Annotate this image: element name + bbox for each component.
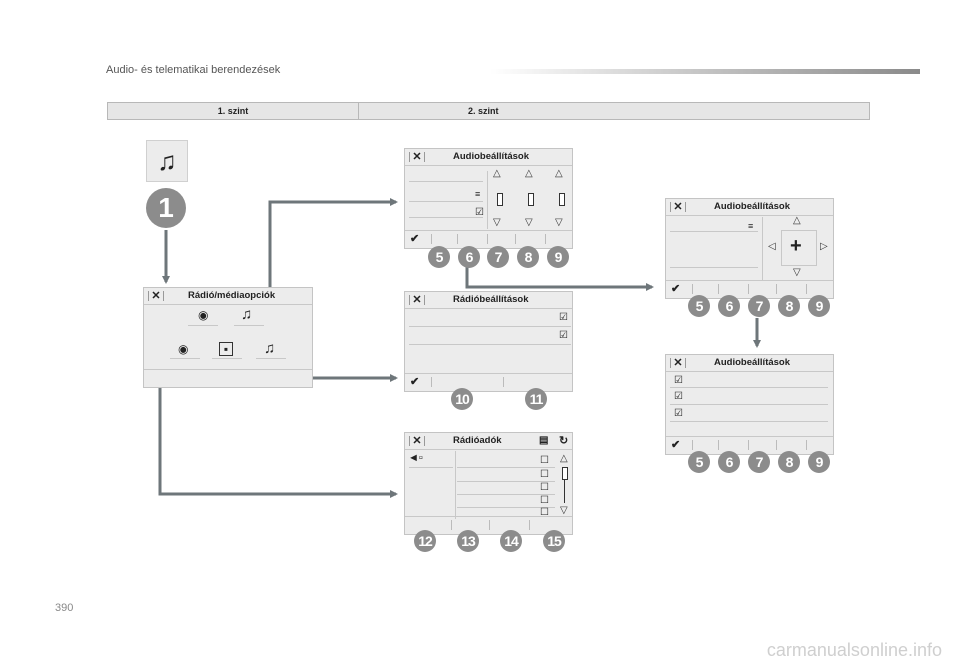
close-icon[interactable]: ✕: [670, 199, 686, 215]
step-badge: 8: [778, 451, 800, 473]
close-icon[interactable]: ✕: [148, 288, 164, 304]
checkbox-icon[interactable]: ☑: [475, 207, 484, 218]
step-badge: 14: [500, 530, 522, 552]
step-badge-1: 1: [146, 188, 186, 228]
step-badge: 13: [457, 530, 479, 552]
step-badge: 8: [778, 295, 800, 317]
list-icon[interactable]: ≡: [748, 221, 754, 231]
step-badge: 12: [414, 530, 436, 552]
down-arrow-icon[interactable]: ▽: [555, 217, 563, 228]
close-icon[interactable]: ✕: [670, 355, 686, 371]
checkbox-icon[interactable]: ☐: [540, 469, 549, 480]
scroll-down-icon[interactable]: ▽: [560, 505, 568, 516]
step-badge: 7: [487, 246, 509, 268]
down-arrow-icon[interactable]: ▽: [793, 267, 801, 278]
step-badge: 10: [451, 388, 473, 410]
step-badge: 11: [525, 388, 547, 410]
audio-settings-screen-balance: ✕ Audiobeállítások ≡ △ ◁ + ▷ ▽ ✔: [665, 198, 834, 299]
confirm-icon[interactable]: ✔: [671, 439, 681, 451]
screen-title: Rádióadók: [453, 435, 502, 446]
header-gradient-bar: [490, 69, 920, 74]
scroll-handle[interactable]: [562, 467, 568, 480]
radio-settings-icon[interactable]: ◉: [178, 342, 189, 356]
music-note-icon: ♫: [146, 140, 188, 182]
slider-handle[interactable]: [528, 193, 534, 206]
step-badge: 6: [458, 246, 480, 268]
confirm-icon[interactable]: ✔: [410, 376, 420, 388]
up-arrow-icon[interactable]: △: [493, 168, 501, 179]
close-icon[interactable]: ✕: [409, 149, 425, 165]
audio-settings-screen-options: ✕ Audiobeállítások ☑ ☑ ☑ ✔: [665, 354, 834, 455]
section-title: Audio- és telematikai berendezések: [106, 64, 281, 76]
step-badge: 6: [718, 451, 740, 473]
radio-signal-icon[interactable]: ◉: [198, 308, 209, 322]
right-arrow-icon[interactable]: ▷: [820, 241, 828, 252]
left-arrow-icon[interactable]: ◁: [768, 241, 776, 252]
level-header: 1. szint 2. szint: [107, 102, 870, 120]
radio-stations-screen: ✕ Rádióadók ▤ ↻ ◄▫ ☐ ☐ ☐ ☐ ☐ △ ▽: [404, 432, 573, 535]
confirm-icon[interactable]: ✔: [410, 233, 420, 245]
confirm-icon[interactable]: ✔: [671, 283, 681, 295]
step-badge: 15: [543, 530, 565, 552]
arrow-audio-to-audio-right: [465, 266, 654, 291]
step-badge: 9: [808, 451, 830, 473]
radio-settings-screen: ✕ Rádióbeállítások ☑ ☑ ✔: [404, 291, 573, 392]
list-icon[interactable]: ≡: [475, 189, 481, 199]
audio-settings-screen-top: ✕ Audiobeállítások ≡ ☑ △ △ △ ▽ ▽ ▽ ✔: [404, 148, 573, 249]
step-badge: 5: [428, 246, 450, 268]
close-icon[interactable]: ✕: [409, 433, 425, 449]
screen-title: Audiobeállítások: [714, 357, 791, 368]
step-badge: 5: [688, 295, 710, 317]
contact-icon[interactable]: ▪: [219, 342, 233, 356]
checkbox-icon[interactable]: ☑: [674, 375, 683, 386]
station-list-icon[interactable]: ▤: [539, 435, 549, 446]
checkbox-icon[interactable]: ☑: [559, 330, 568, 341]
checkbox-icon[interactable]: ☑: [674, 408, 683, 419]
screen-title: Audiobeállítások: [453, 151, 530, 162]
screen-title: Audiobeállítások: [714, 201, 791, 212]
checkbox-icon[interactable]: ☐: [540, 495, 549, 506]
back-icon[interactable]: ◄▫: [408, 452, 423, 464]
screen-title: Rádióbeállítások: [453, 294, 529, 305]
screen-title: Rádió/médiaopciók: [188, 290, 276, 301]
up-arrow-icon[interactable]: △: [793, 215, 801, 226]
checkbox-icon[interactable]: ☑: [674, 391, 683, 402]
page-number: 390: [55, 602, 74, 614]
arrow-music-to-audio: [268, 198, 398, 315]
watermark: carmanualsonline.info: [766, 640, 942, 660]
slider-handle[interactable]: [497, 193, 503, 206]
step-badge: 5: [688, 451, 710, 473]
down-arrow-icon[interactable]: ▽: [525, 217, 533, 228]
music-settings-icon[interactable]: ♫: [264, 340, 276, 357]
step-badge: 7: [748, 295, 770, 317]
checkbox-icon[interactable]: ☑: [559, 312, 568, 323]
down-arrow-icon[interactable]: ▽: [493, 217, 501, 228]
radio-media-screen: ✕ Rádió/médiaopciók ◉ ♫ ◉ ▪ ♫: [143, 287, 313, 388]
checkbox-icon[interactable]: ☐: [540, 482, 549, 493]
step-badge: 9: [547, 246, 569, 268]
scroll-up-icon[interactable]: △: [560, 453, 568, 464]
slider-handle[interactable]: [559, 193, 565, 206]
close-icon[interactable]: ✕: [409, 292, 425, 308]
step-badge: 6: [718, 295, 740, 317]
up-arrow-icon[interactable]: △: [525, 168, 533, 179]
balance-crosshair-icon[interactable]: +: [790, 235, 802, 257]
step-badge: 9: [808, 295, 830, 317]
checkbox-icon[interactable]: ☐: [540, 507, 549, 518]
level-2-label: 2. szint: [468, 106, 499, 116]
level-1-label: 1. szint: [108, 103, 359, 119]
step-badge: 7: [748, 451, 770, 473]
checkbox-icon[interactable]: ☐: [540, 455, 549, 466]
refresh-icon[interactable]: ↻: [559, 435, 569, 447]
up-arrow-icon[interactable]: △: [555, 168, 563, 179]
music-icon[interactable]: ♫: [241, 306, 253, 323]
step-badge: 8: [517, 246, 539, 268]
